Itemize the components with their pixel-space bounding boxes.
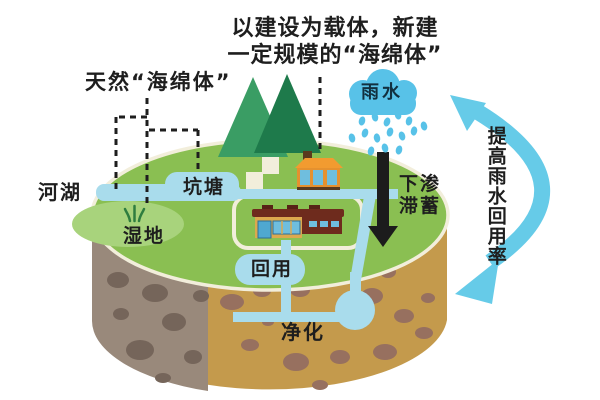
callout-dashed-lines [114, 77, 322, 206]
wetland-grass-icon [123, 204, 146, 223]
top-annotation-line1: 以建设为载体，新建 [231, 16, 439, 41]
surface-water-channels [96, 172, 398, 201]
house-icon [295, 151, 343, 190]
infiltration-down-arrow-icon [368, 152, 398, 247]
recycle-curved-arrow-icon [450, 95, 550, 304]
infiltration-label: 下渗 滞蓄 [399, 173, 441, 217]
tree-runoff-path [246, 150, 279, 199]
pond-label: 坑塘 [183, 176, 226, 198]
top-annotation-line2: 一定规模的“海绵体” [227, 43, 443, 68]
underground-pipes [233, 190, 377, 322]
reuse-label: 回用 [251, 258, 294, 280]
infiltration-label-line1: 下渗 [399, 173, 442, 195]
cycle-note-label: 提高雨水回用率 [484, 126, 507, 266]
reuse-water-badge [235, 254, 305, 285]
tree-icon [254, 74, 321, 153]
wetland-label: 湿地 [123, 225, 166, 247]
top-annotation: 以建设为载体，新建 一定规模的“海绵体” [205, 15, 465, 69]
purification-label: 净化 [281, 320, 325, 344]
water-tank-icon [335, 290, 375, 330]
river-lake-label: 河湖 [38, 180, 82, 204]
rain-cloud-icon [349, 69, 417, 115]
rainwater-label: 雨水 [361, 82, 403, 103]
raindrop-icon [348, 110, 428, 156]
wetland-patch [72, 201, 184, 247]
natural-sponge-label: 天然“海绵体” [85, 70, 232, 94]
building-icon [252, 205, 344, 239]
soil-rock-blobs-left [107, 272, 209, 383]
infiltration-label-line2: 滞蓄 [399, 195, 442, 217]
